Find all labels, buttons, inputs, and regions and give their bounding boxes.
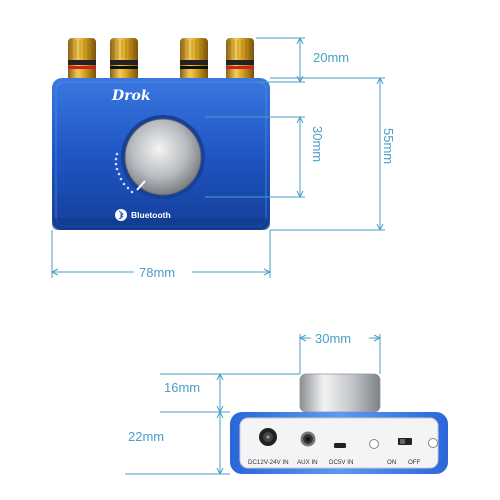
dim-knob-width-side-label: 30mm — [315, 331, 351, 346]
dim-terminal-height — [256, 36, 305, 84]
led-icon — [369, 439, 379, 449]
dim-body-height-label: 55mm — [381, 128, 396, 164]
speaker-terminals — [68, 38, 254, 84]
bluetooth-label: Bluetooth — [131, 210, 171, 220]
led-icon-right — [428, 438, 438, 448]
volume-knob[interactable] — [121, 115, 205, 199]
dim-body-depth-side-label: 22mm — [128, 429, 164, 444]
micro-usb-icon[interactable] — [334, 443, 346, 448]
dim-terminal-height-label: 20mm — [313, 50, 349, 65]
volume-knob-side — [299, 373, 381, 413]
dim-body-depth-side — [125, 410, 230, 476]
port-label-dc5v-in: DC5V IN — [329, 459, 353, 466]
terminal-3 — [180, 38, 208, 84]
terminal-4 — [226, 38, 254, 84]
dim-knob-height-side-label: 16mm — [164, 380, 200, 395]
aux-jack-icon[interactable] — [300, 431, 316, 447]
dim-knob-diameter — [205, 115, 305, 199]
dim-knob-diameter-label: 30mm — [310, 126, 325, 162]
terminal-1 — [68, 38, 96, 84]
volume-scale — [114, 152, 134, 194]
port-label-on: ON — [387, 459, 396, 466]
port-label-dc-in: DC12V-24V IN — [248, 459, 289, 466]
terminal-2 — [110, 38, 138, 84]
port-label-aux-in: AUX IN — [297, 459, 318, 466]
dim-body-width-label: 78mm — [139, 265, 175, 280]
dim-body-height — [270, 76, 385, 232]
switch-icon[interactable] — [398, 438, 412, 445]
dim-knob-height-side — [160, 372, 300, 414]
power-jack-icon[interactable] — [259, 428, 277, 446]
brand-logo: Drok — [111, 88, 151, 104]
port-label-off: OFF — [408, 459, 421, 466]
bluetooth-badge: Bluetooth — [115, 209, 171, 221]
